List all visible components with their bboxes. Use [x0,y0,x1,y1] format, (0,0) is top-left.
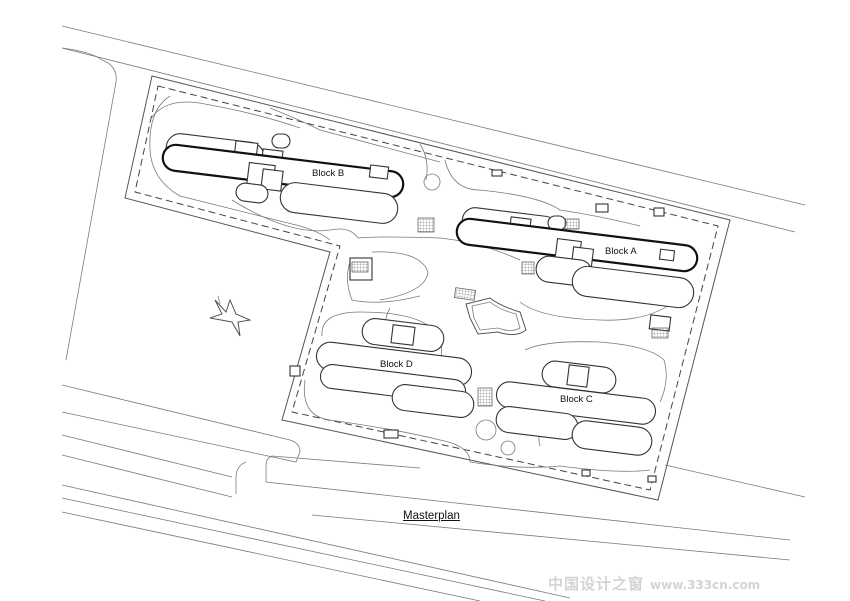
block-c-building: Block C [495,360,657,456]
site-features [209,169,672,483]
site-boundary [124,75,731,501]
block-d-building: Block D [315,318,475,418]
block-d-label: Block D [380,359,413,370]
block-a-building: Block A [455,207,699,309]
watermark: 中国设计之窗 www.333cn.com [548,573,760,594]
road-lines [61,25,806,601]
block-c-label: Block C [560,394,593,405]
block-a-label: Block A [605,246,637,257]
block-b-building: Block B [161,133,405,224]
watermark-url: www.333cn.com [650,578,761,592]
block-b-label: Block B [312,168,344,179]
central-pool [454,287,527,336]
watermark-name: 中国设计之窗 [548,575,645,593]
landscape-paths [149,101,677,472]
masterplan-caption: Masterplan [403,510,460,522]
